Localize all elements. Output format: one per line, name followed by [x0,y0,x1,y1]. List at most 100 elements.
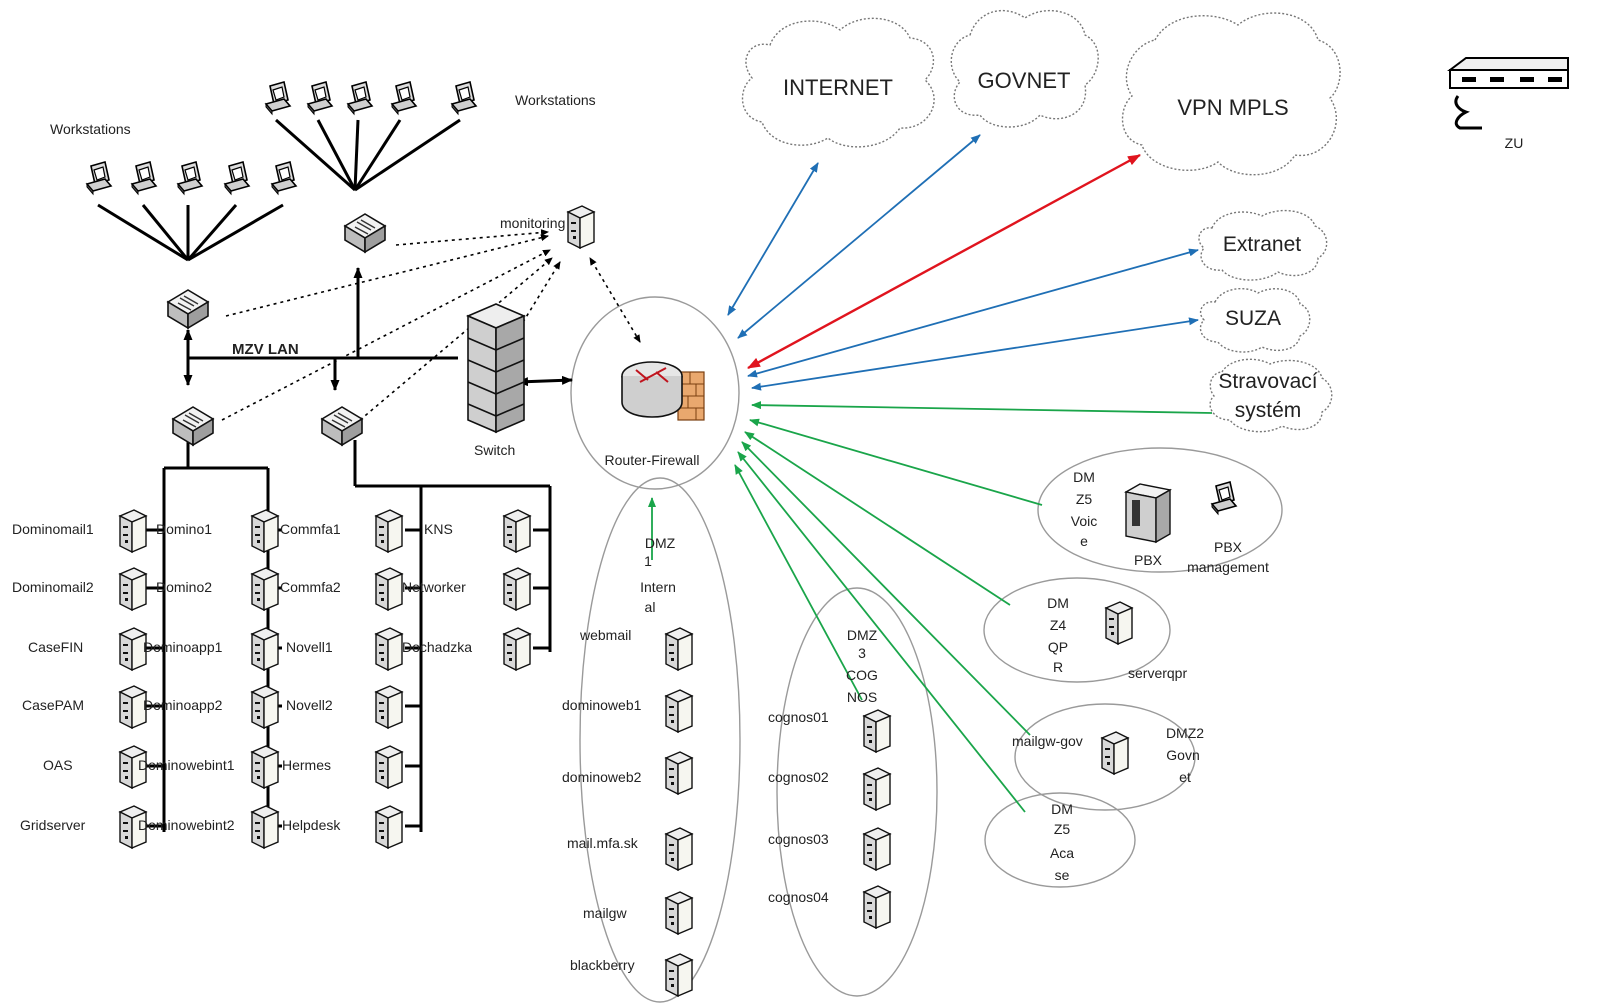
dmz4-title-line: R [1053,659,1063,675]
server-label: OAS [43,757,73,773]
dmz4-title-line: DM [1047,595,1069,611]
server-label: Commfa1 [280,521,341,537]
dmz5-voice-title-line: e [1080,533,1088,549]
workstations-top [265,81,477,115]
serverqpr-icon [1105,601,1133,645]
dmz5-voice: DM Z5 Voic e PBX PBX management [1071,469,1269,575]
dmz5-acase-title-line: Aca [1050,845,1074,861]
vpn-mpls-label: VPN MPLS [1177,95,1288,120]
server-labels-col3: Commfa1 Commfa2 Novell1 Novell2 Hermes H… [280,521,341,833]
dmz3-title-line: NOS [847,689,877,705]
monitoring-lines [221,229,641,421]
dmz3-servers: cognos01 cognos02 cognos03 cognos04 [768,709,891,929]
server-label: Gridserver [20,817,86,833]
server-label: serverqpr [1128,665,1187,681]
pbx-management-label: PBX [1214,539,1243,555]
server-label: Networker [402,579,466,595]
server-labels-col2: Domino1 Domino2 Dominoapp1 Dominoapp2 Do… [138,521,235,833]
server-label: Dochadzka [402,639,472,655]
monitoring-server-icon [567,205,595,249]
dmz5-acase-title-line: DM [1051,801,1073,817]
server-labels-col4: KNS Networker Dochadzka [402,521,472,655]
dmz5-voice-title-line: Voic [1071,513,1097,529]
server-label: dominoweb2 [562,769,642,785]
workstations-left [86,161,297,195]
server-labels-col1: Dominomail1 Dominomail2 CaseFIN CasePAM … [12,521,94,833]
workstations-top-label: Workstations [515,92,596,108]
dmz4-title-line: QP [1048,639,1068,655]
dmz3-title: DMZ 3 COG NOS [846,627,878,705]
stravovaci-label-1: Stravovací [1218,370,1317,393]
dmz1-title: DMZ 1 Intern al [640,535,676,615]
router-firewall-icon [621,361,705,421]
dmz1-title-line: al [645,599,656,615]
dmz5-voice-title-line: DM [1073,469,1095,485]
dmz3-title-line: DMZ [847,627,878,643]
dmz2-govnet-ellipse [1014,703,1196,811]
dmz4-qpr: DM Z4 QP R serverqpr [1047,595,1187,681]
dmz5-voice-title-line: Z5 [1076,491,1093,507]
server-label: Dominomail1 [12,521,94,537]
pbx-label: PBX [1134,552,1163,568]
server-label: Hermes [282,757,331,773]
extranet-label: Extranet [1223,233,1301,256]
server-label: mailgw-gov [1012,733,1083,749]
dmz2-title-line: DMZ2 [1166,725,1204,741]
internet-cloud: INTERNET [741,17,935,148]
dmz3-ellipse [776,587,938,997]
dmz1-title-line: Intern [640,579,676,595]
dmz3-title-line: 3 [858,645,866,661]
server-label: Dominowebint2 [138,817,235,833]
server-label: Novell2 [286,697,333,713]
server-label: Dominoapp2 [143,697,223,713]
workstations-left-label: Workstations [50,121,131,137]
server-label: cognos04 [768,889,829,905]
server-label: Dominoapp1 [143,639,223,655]
dmz5-acase-title-line: Z5 [1054,821,1071,837]
core-switch-icon [465,303,527,434]
server-label: Helpdesk [282,817,341,833]
govnet-cloud: GOVNET [950,9,1099,128]
mailgw-gov-icon [1101,731,1129,775]
zu-device-icon [1447,57,1569,130]
suza-cloud: SUZA [1199,287,1311,353]
server-label: Dominowebint1 [138,757,235,773]
switch-icon [344,213,386,253]
dmz1-ellipse [579,477,741,1003]
server-label: webmail [579,627,631,643]
server-label: cognos02 [768,769,829,785]
extranet-cloud: Extranet [1198,209,1328,281]
dmz5-acase-ellipse [984,792,1136,888]
dmz4-qpr-ellipse [983,577,1171,683]
pbx-icon [1124,483,1172,544]
router-firewall-ellipse [570,296,740,490]
server-label: mail.mfa.sk [567,835,639,851]
govnet-label: GOVNET [978,68,1071,93]
dmz1-servers: webmail dominoweb1 dominoweb2 mail.mfa.s… [562,627,693,997]
server-label: cognos01 [768,709,829,725]
server-label: cognos03 [768,831,829,847]
server-label: CasePAM [22,697,84,713]
vpn-mpls-cloud: VPN MPLS [1121,12,1341,176]
dmz3-title-line: COG [846,667,878,683]
internal-servers [119,509,531,849]
server-label: KNS [424,521,453,537]
dmz5-acase: DM Z5 Aca se [1050,801,1074,883]
zu-label: ZU [1505,135,1524,151]
server-label: blackberry [570,957,635,973]
dmz5-voice-ellipse [1037,447,1283,573]
switch-label: Switch [474,442,515,458]
dmz2-govnet: mailgw-gov DMZ2 Govn et [1012,725,1204,785]
server-label: Domino1 [156,521,212,537]
stravovaci-cloud: Stravovací systém [1209,358,1333,433]
dmz1-title-line: 1 [644,553,652,569]
stravovaci-label-2: systém [1235,399,1302,422]
router-firewall-label: Router-Firewall [605,452,700,468]
switch-icon [172,406,214,446]
dmz1-title-line: DMZ [645,535,676,551]
server-label: Dominomail2 [12,579,94,595]
server-label: Novell1 [286,639,333,655]
pbx-management-icon [1211,481,1237,515]
server-label: Commfa2 [280,579,341,595]
